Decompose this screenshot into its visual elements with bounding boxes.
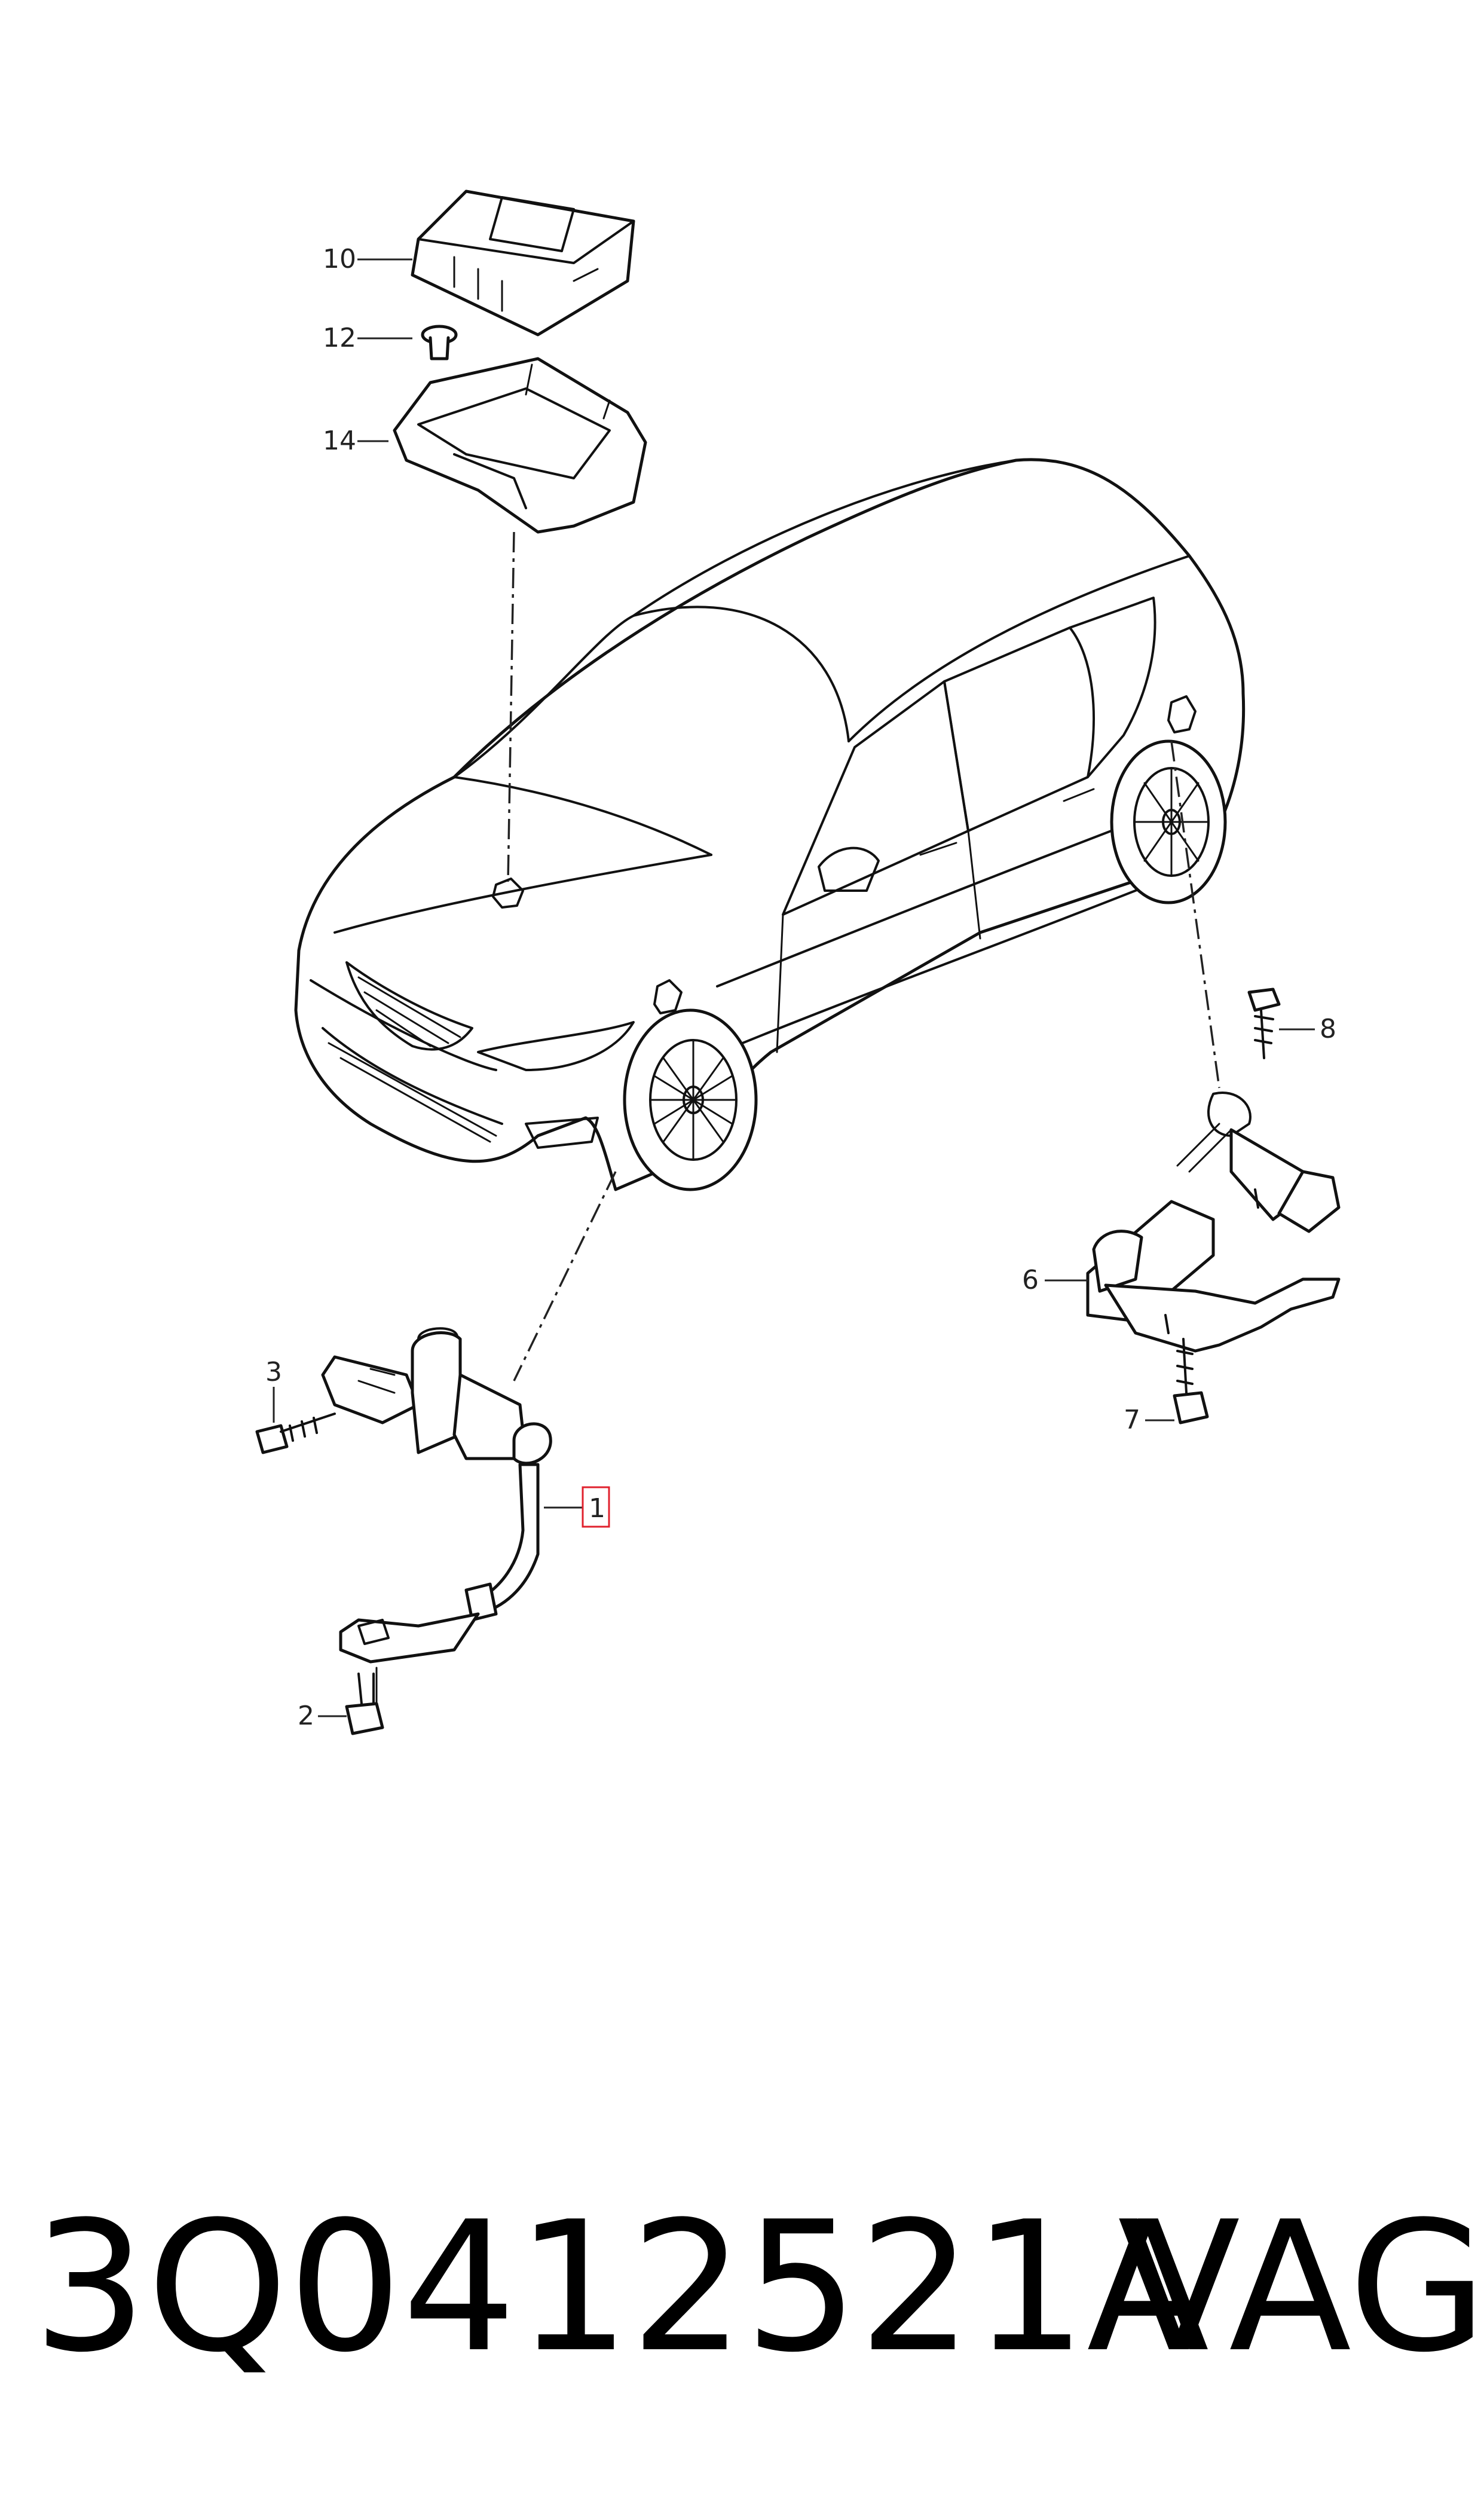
control-unit-part — [411, 189, 635, 337]
callout-6: 6 — [1022, 1265, 1088, 1295]
svg-text:12: 12 — [323, 323, 356, 353]
svg-text:6: 6 — [1022, 1265, 1039, 1295]
svg-text:7: 7 — [1124, 1405, 1140, 1435]
svg-text:10: 10 — [323, 244, 356, 274]
connection-lines — [507, 531, 1220, 1381]
location-marker-front — [653, 979, 683, 1014]
location-marker-rear — [1167, 695, 1197, 733]
rear-bolt-part — [1247, 988, 1281, 1059]
rear-level-sensor-part — [1086, 1092, 1341, 1353]
callout-2: 2 — [298, 1701, 347, 1731]
part-number-caption: 3Q0412521A — [33, 2183, 1210, 2392]
car-illustration — [294, 458, 1246, 1191]
callout-10: 10 — [323, 244, 412, 274]
svg-text:2: 2 — [298, 1701, 314, 1731]
callout-8: 8 — [1279, 1014, 1336, 1044]
svg-text:14: 14 — [323, 426, 356, 456]
rear-lower-bolt-part — [1173, 1338, 1209, 1424]
callout-1: 1 — [544, 1486, 610, 1528]
front-bolt-part — [255, 1413, 336, 1454]
front-level-sensor-part — [321, 1327, 552, 1711]
callout-12: 12 — [323, 323, 412, 353]
mounting-bracket-part — [393, 357, 647, 534]
callout-7: 7 — [1124, 1405, 1174, 1435]
svg-text:1: 1 — [589, 1493, 605, 1524]
callout-1-highlight — [582, 1486, 610, 1528]
svg-text:3: 3 — [265, 1357, 282, 1387]
clip-screw-part — [421, 325, 458, 360]
callout-14: 14 — [323, 426, 388, 456]
front-nut-part — [345, 1673, 384, 1735]
brand-caption: VAG — [1118, 2183, 1484, 2392]
svg-text:8: 8 — [1320, 1014, 1336, 1044]
callout-3: 3 — [265, 1357, 282, 1423]
location-marker-hood — [492, 878, 524, 909]
